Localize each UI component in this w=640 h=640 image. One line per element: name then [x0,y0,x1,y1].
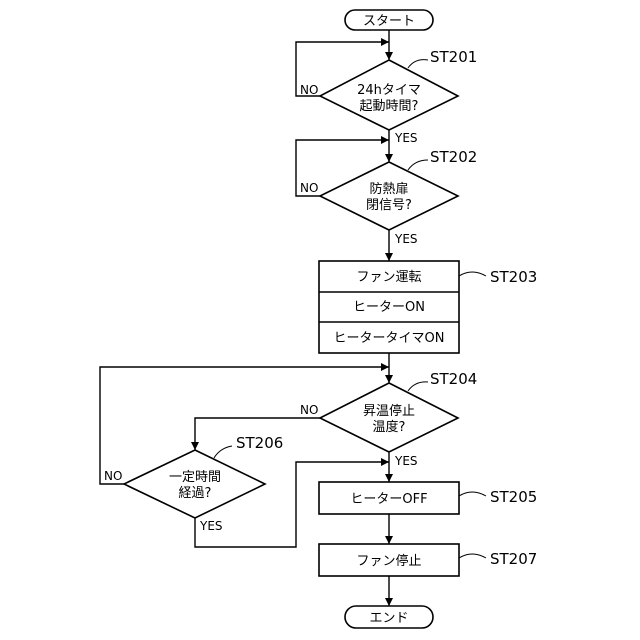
decision-st201-line2: 起動時間? [360,99,419,114]
process-st207-label: ファン停止 [356,553,421,569]
st204-yes-label: YES [394,454,418,468]
st206-no-label: NO [104,469,122,483]
step-label-st203: ST203 [490,268,537,286]
st204-no-label: NO [300,403,318,417]
decision-st204-line2: 温度? [373,419,406,435]
step-label-st202: ST202 [430,148,477,166]
st201-yes-label: YES [394,131,418,145]
st202-yes-label: YES [394,232,418,246]
st206-leader [214,446,232,458]
process-st205-label: ヒーターOFF [350,492,427,507]
step-label-st201: ST201 [430,48,477,66]
process-st203-line1: ファン運転 [356,270,421,285]
decision-st206-line2: 経過? [179,486,212,501]
decision-st201-line1: 24hタイマ [357,83,421,98]
step-label-st204: ST204 [430,370,477,388]
st203-leader [459,272,486,276]
st202-leader [408,160,428,170]
st205-leader [459,492,486,496]
process-st203-line3: ヒータータイマON [334,331,445,346]
step-label-st206: ST206 [236,434,283,452]
end-label: エンド [369,611,408,626]
process-st203-line2: ヒーターON [353,300,425,315]
st201-leader [408,60,428,68]
st202-no-label: NO [300,181,318,195]
st204-leader [408,382,428,391]
step-label-st205: ST205 [490,488,537,506]
st201-no-label: NO [300,83,318,97]
decision-st206-line1: 一定時間 [169,470,221,485]
decision-st202-line1: 防熱扉 [369,181,408,197]
step-label-st207: ST207 [490,550,537,568]
start-label: スタート [363,14,415,29]
decision-st202-line2: 閉信号? [366,198,412,213]
st206-yes-label: YES [199,519,223,533]
decision-st204-line1: 昇温停止 [363,403,415,419]
st207-leader [459,554,486,558]
